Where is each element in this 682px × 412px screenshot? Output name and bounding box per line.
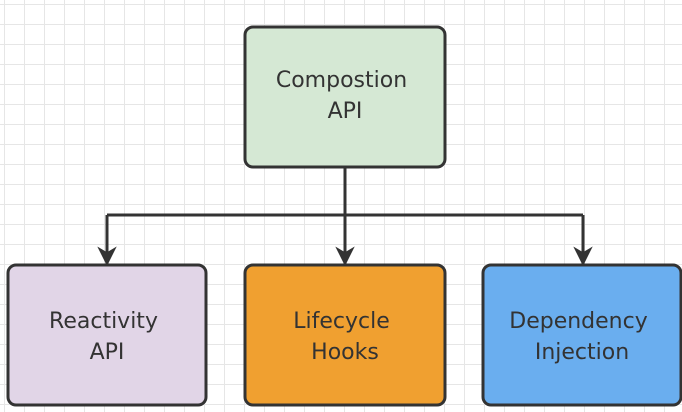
lifecycle-hooks-box <box>243 263 447 407</box>
dependency-injection-box <box>481 263 682 407</box>
reactivity-api-label-line2: API <box>90 340 125 365</box>
dependency-injection-node: Dependency Injection <box>481 263 682 407</box>
lifecycle-hooks-node: Lifecycle Hooks <box>243 263 447 407</box>
dependency-injection-label: Dependency Injection <box>509 309 654 365</box>
reactivity-api-box <box>6 263 208 407</box>
dependency-injection-label-line2: Injection <box>535 340 629 365</box>
lifecycle-hooks-label-line2: Hooks <box>311 340 379 365</box>
connectors <box>97 167 593 266</box>
lifecycle-hooks-label: Lifecycle Hooks <box>293 309 397 365</box>
composition-api-label: Compostion API <box>276 68 414 124</box>
composition-api-node: Compostion API <box>243 25 447 169</box>
reactivity-api-node: Reactivity API <box>6 263 208 407</box>
dependency-injection-label-line1: Dependency <box>509 309 647 334</box>
reactivity-api-label-line1: Reactivity <box>49 309 158 334</box>
composition-api-label-line2: API <box>328 99 363 124</box>
composition-api-label-line1: Compostion <box>276 68 407 93</box>
reactivity-api-label: Reactivity API <box>49 309 165 365</box>
composition-api-box <box>243 25 447 169</box>
lifecycle-hooks-label-line1: Lifecycle <box>293 309 390 334</box>
